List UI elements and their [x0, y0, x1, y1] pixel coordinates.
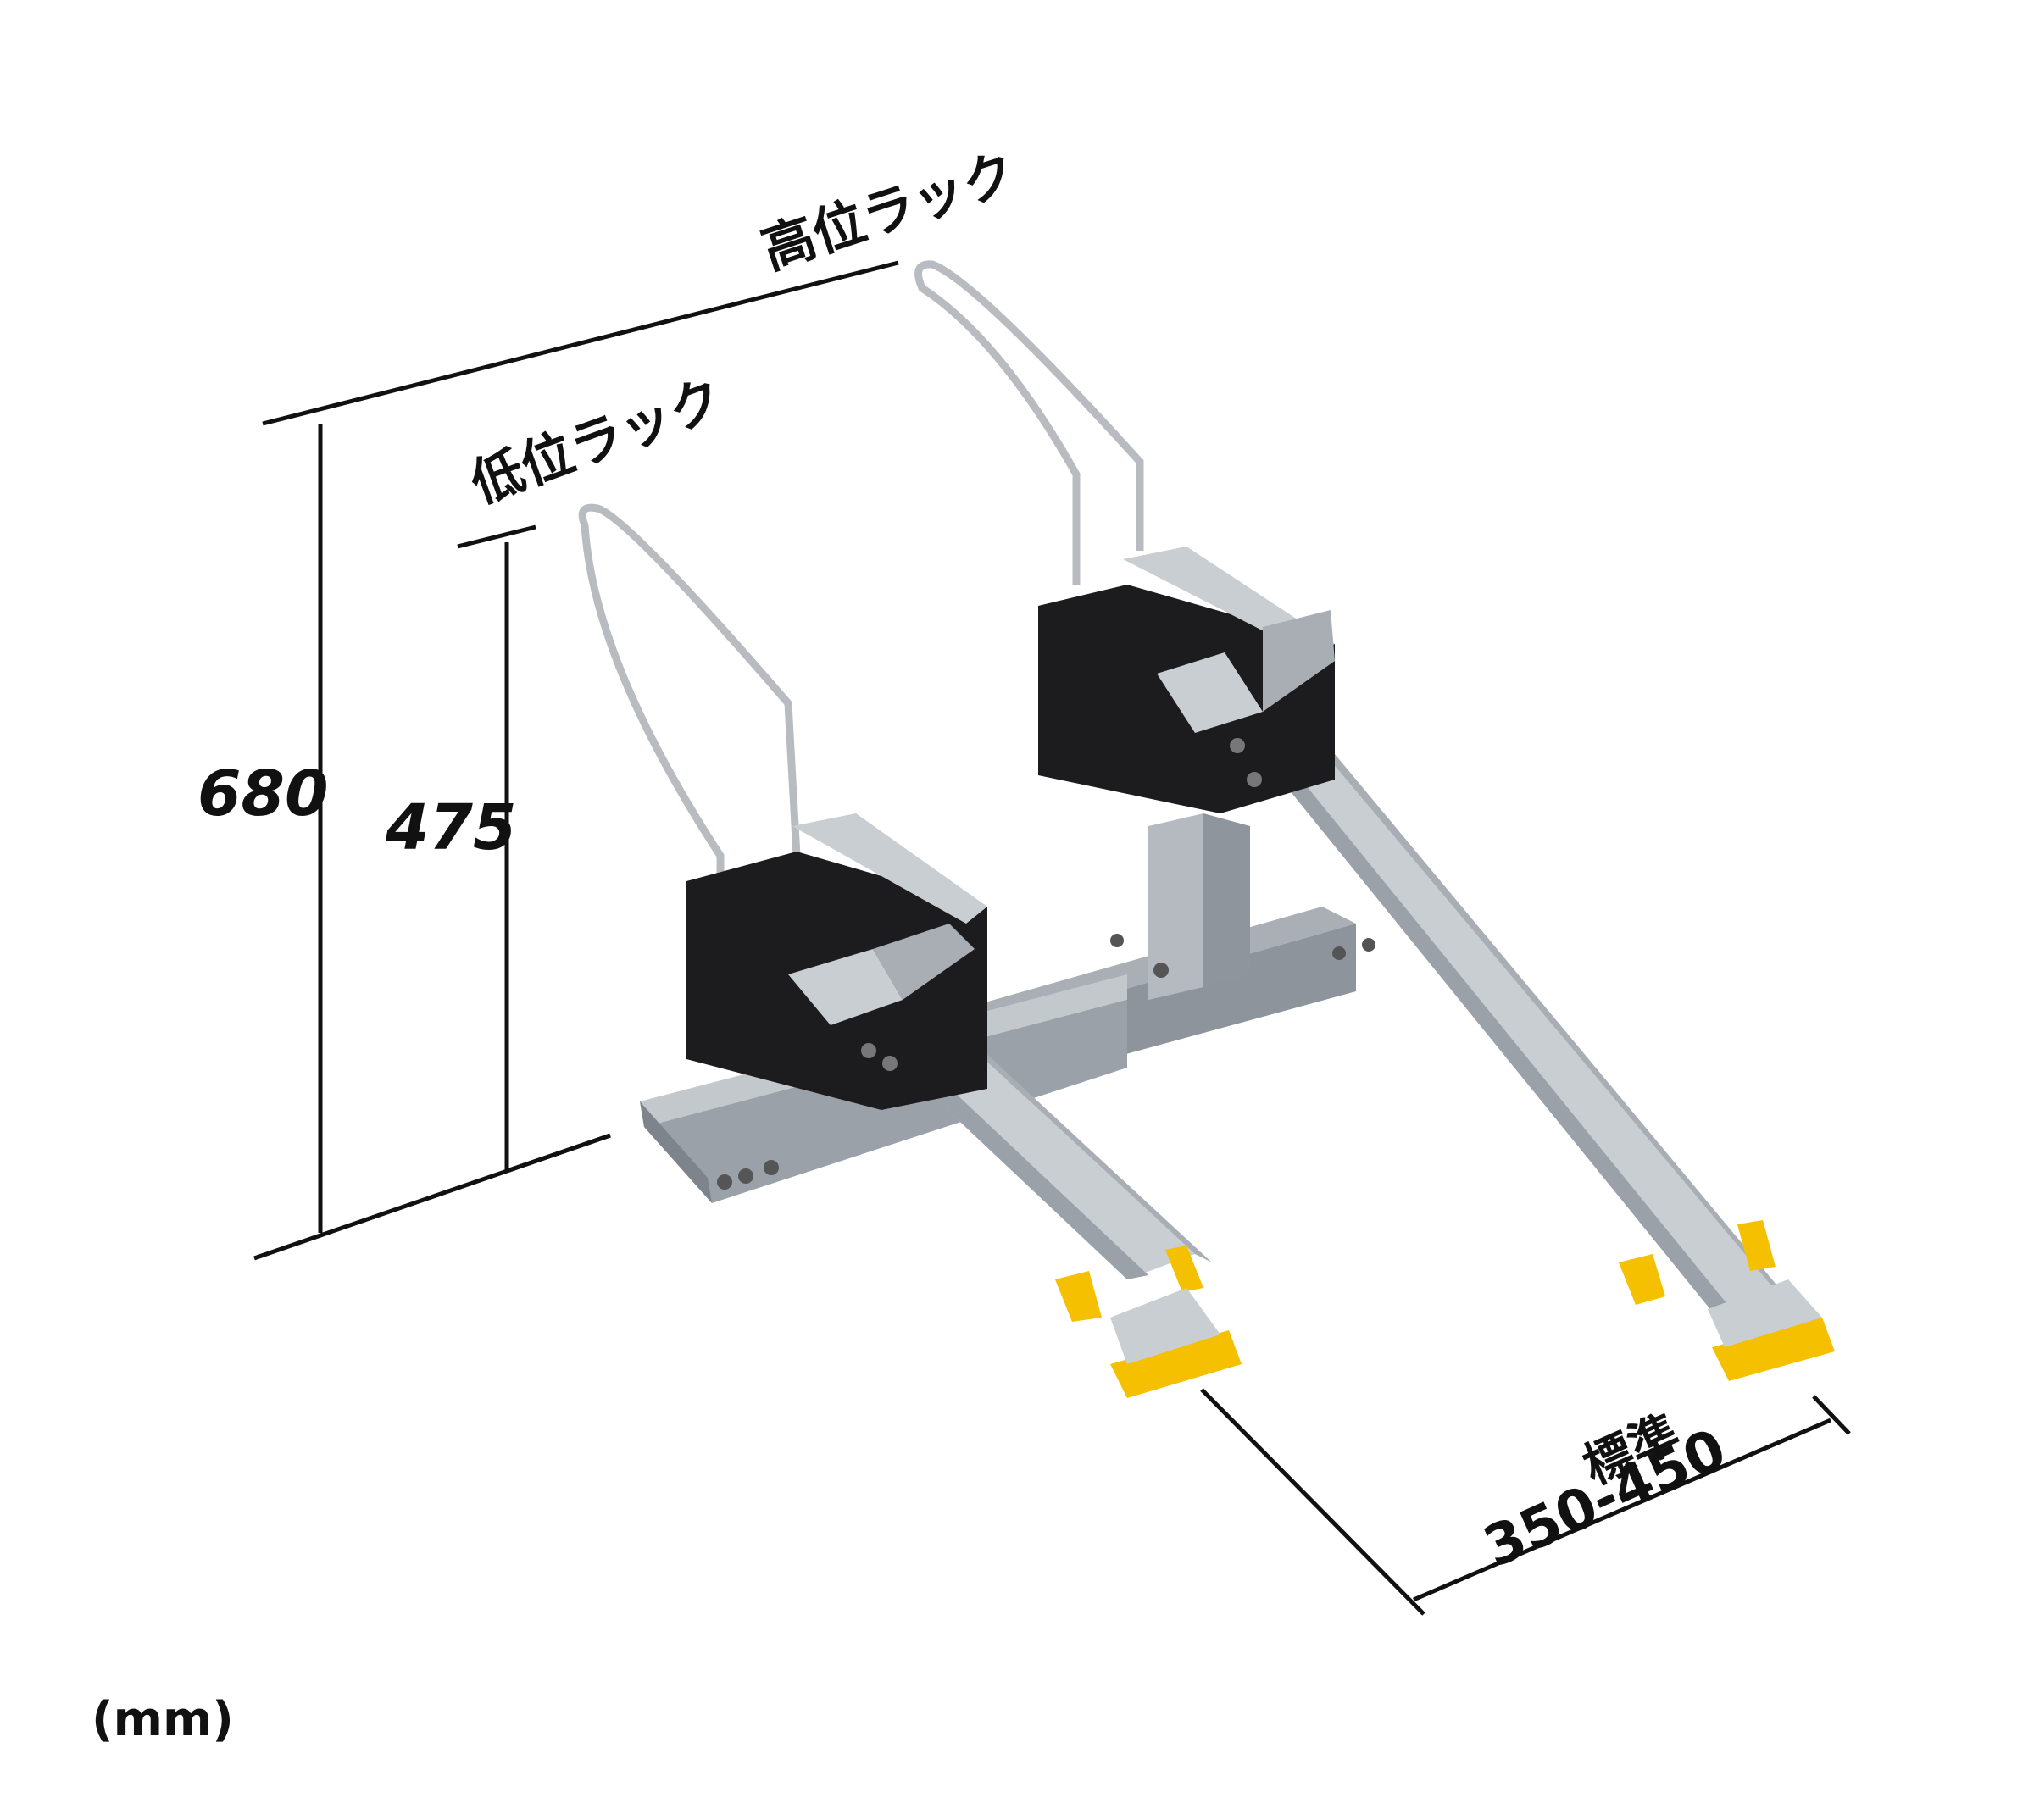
unit-label: (mm) [92, 1692, 234, 1747]
low-rack-tray [903, 1042, 1242, 1398]
spacing-left-leg [1200, 1388, 1425, 1616]
dimension-lines [253, 260, 1851, 1616]
high-rack-top-line [262, 260, 899, 426]
spacing-right-leg [1812, 1395, 1851, 1435]
height-680-label: 680 [197, 757, 329, 830]
high-rack-lock [914, 260, 1335, 813]
low-rack-top-line [457, 524, 536, 549]
height-475-label: 475 [386, 791, 517, 864]
spacing-bottom-line [1413, 1418, 1831, 1602]
low-rack-ground-line [506, 1133, 611, 1174]
high-rack-tray [1267, 746, 1835, 1381]
low-rack-lock [578, 503, 987, 1110]
center-post [1110, 813, 1250, 1000]
